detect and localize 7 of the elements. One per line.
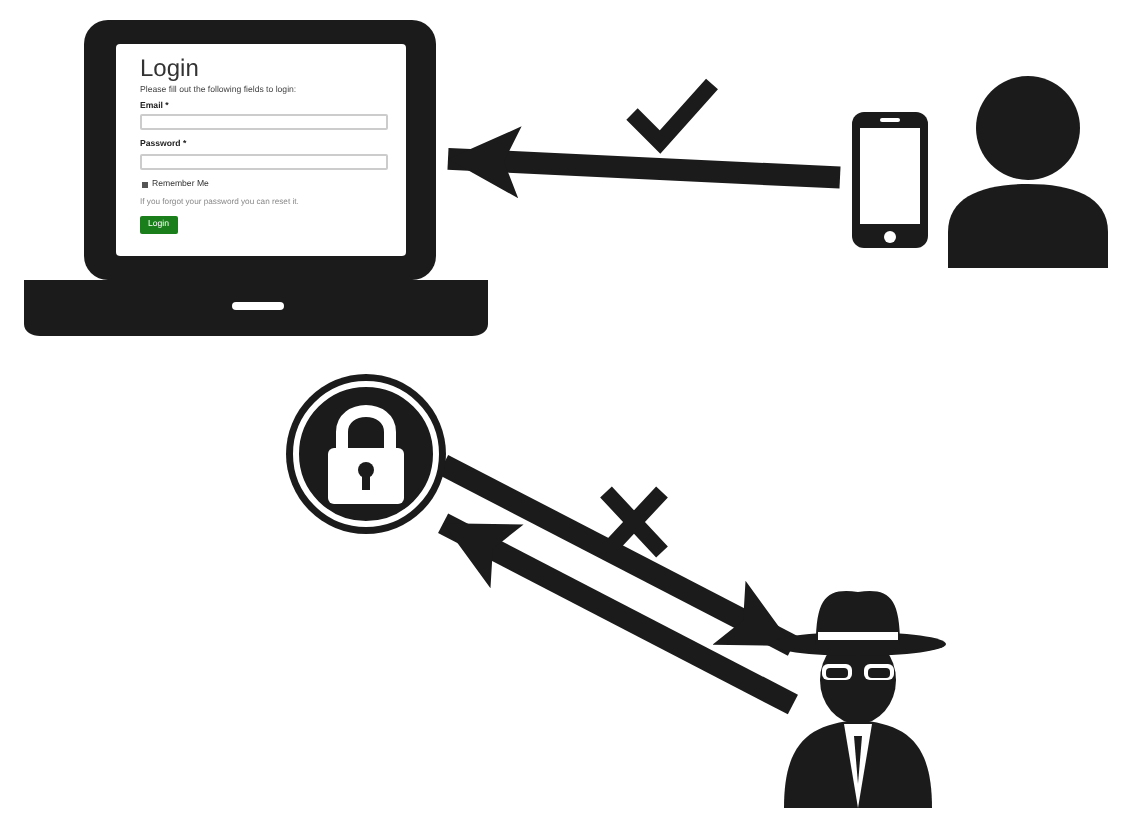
arrow [438,513,798,715]
person-icon [944,72,1112,268]
arrow [447,126,841,199]
heading: Login [140,56,199,83]
phone-icon [848,110,932,250]
padlock-icon [284,372,448,536]
arrow [438,454,798,656]
